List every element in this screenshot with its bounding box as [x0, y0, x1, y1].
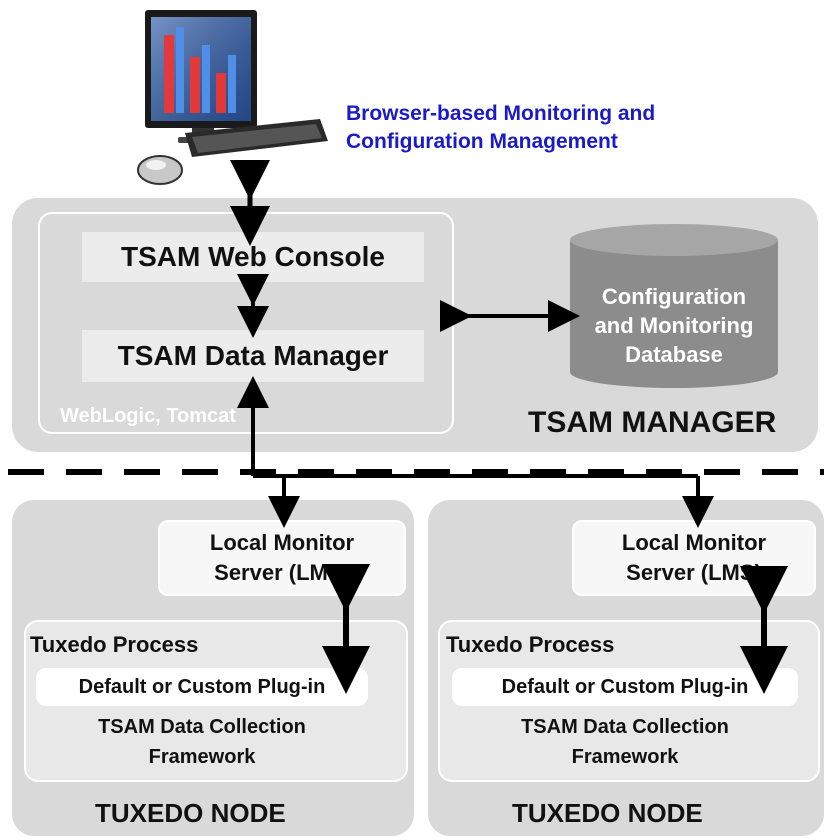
tuxedo-node-title-1: TUXEDO NODE: [95, 798, 286, 828]
lms-box-1: Local Monitor Server (LMS): [158, 520, 406, 596]
lms-label-1-line-1: Local Monitor: [209, 530, 355, 555]
database-label-line-2: and Monitoring: [594, 313, 754, 338]
plugin-label-1: Default or Custom Plug-in: [78, 675, 326, 698]
plugin-label-2: Default or Custom Plug-in: [501, 675, 749, 698]
framework-label-2-line-1: TSAM Data Collection: [521, 716, 729, 738]
database-label-line-3: Database: [625, 342, 723, 367]
web-console-box: TSAM Web Console: [82, 232, 424, 282]
framework-label-1: TSAM Data Collection Framework: [36, 712, 368, 772]
manager-title: TSAM MANAGER: [528, 406, 777, 439]
tuxedo-process-label-2: Tuxedo Process: [446, 632, 615, 657]
diagram-caption: Browser-based Monitoring and Configurati…: [346, 100, 655, 156]
framework-label-2-line-2: Framework: [571, 746, 679, 768]
lms-label-2-line-2: Server (LMS): [626, 560, 762, 585]
web-console-label: TSAM Web Console: [121, 241, 385, 272]
database-label: Configuration and Monitoring Database: [568, 282, 780, 369]
database-label-line-1: Configuration: [601, 284, 747, 309]
computer-workstation-icon: [137, 10, 328, 185]
data-manager-label: TSAM Data Manager: [117, 340, 389, 371]
tuxedo-node-title-2: TUXEDO NODE: [512, 798, 703, 828]
data-manager-box: TSAM Data Manager: [82, 330, 424, 382]
caption-line-1: Browser-based Monitoring and: [346, 102, 656, 125]
lms-label-1-line-2: Server (LMS): [214, 560, 350, 585]
plugin-box-1: Default or Custom Plug-in: [36, 668, 368, 706]
database-cylinder-icon: [570, 224, 778, 388]
caption-line-2: Configuration Management: [346, 130, 618, 153]
lms-box-2: Local Monitor Server (LMS): [572, 520, 816, 596]
framework-label-1-line-1: TSAM Data Collection: [98, 716, 306, 738]
dashed-separator: [8, 469, 824, 475]
framework-label-2: TSAM Data Collection Framework: [452, 712, 798, 772]
plugin-box-2: Default or Custom Plug-in: [452, 668, 798, 706]
framework-label-1-line-2: Framework: [148, 746, 256, 768]
container-label: WebLogic, Tomcat: [60, 405, 236, 427]
lms-label-2-line-1: Local Monitor: [621, 530, 767, 555]
tuxedo-process-label-1: Tuxedo Process: [30, 632, 199, 657]
